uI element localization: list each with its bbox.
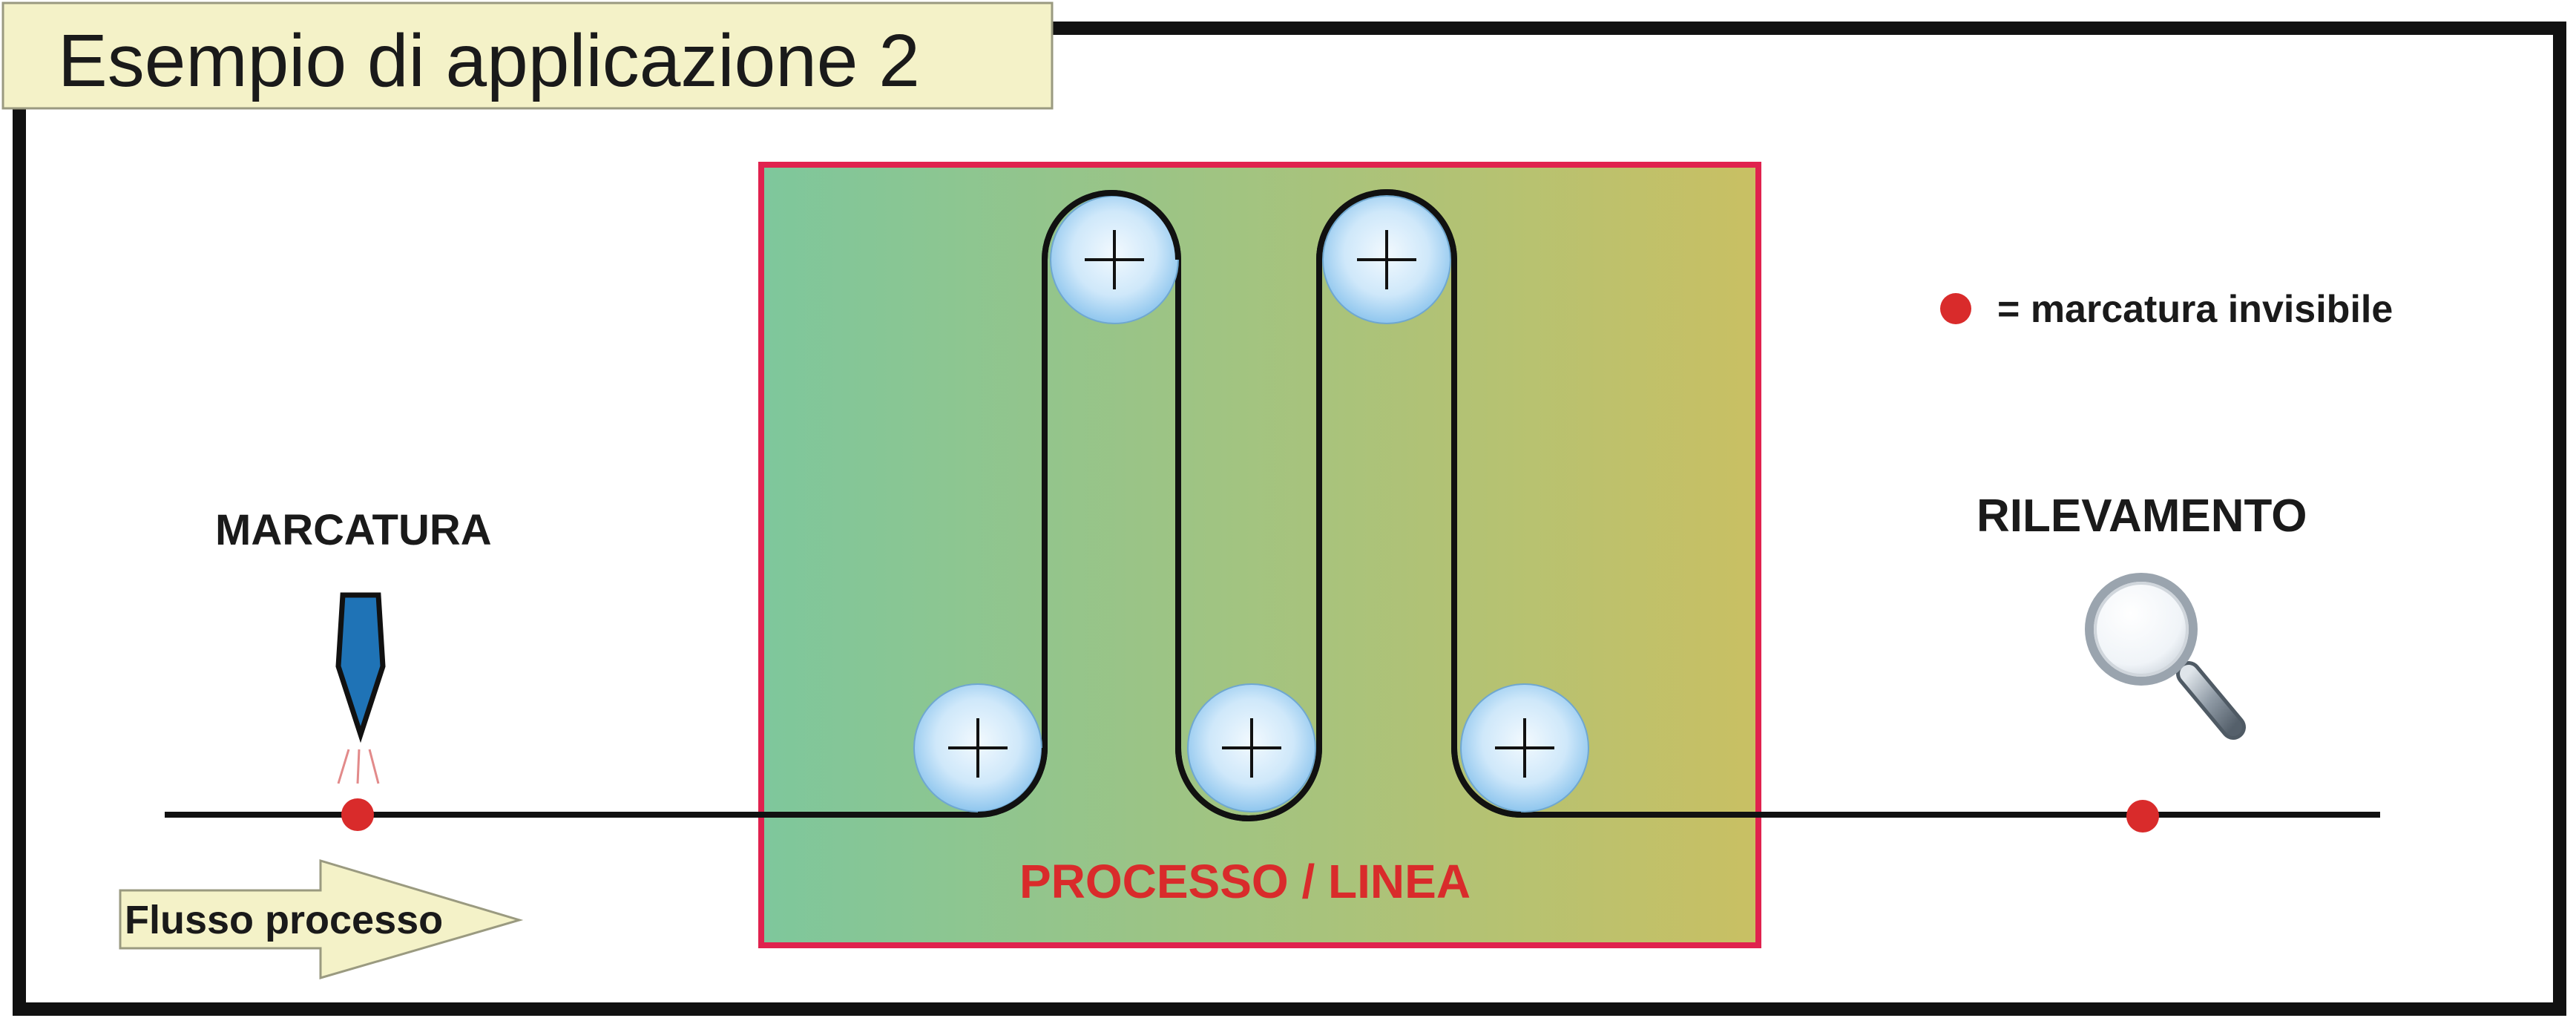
legend: = marcatura invisibile bbox=[1940, 288, 2393, 331]
roller-bottom-2 bbox=[1187, 683, 1316, 812]
roller-top-1 bbox=[1050, 195, 1179, 324]
title-box: Esempio di applicazione 2 bbox=[1, 1, 1054, 110]
page-title: Esempio di applicazione 2 bbox=[58, 19, 920, 102]
roller-top-2 bbox=[1322, 195, 1451, 324]
detection-label: RILEVAMENTO bbox=[1977, 490, 2307, 542]
legend-text: = marcatura invisibile bbox=[1997, 288, 2393, 331]
process-label: PROCESSO / LINEA bbox=[1019, 855, 1471, 908]
marking-label: MARCATURA bbox=[215, 506, 492, 554]
magnifying-glass-icon bbox=[2085, 573, 2246, 740]
process-box: PROCESSO / LINEA bbox=[758, 162, 1761, 948]
roller-wrap-arcs bbox=[977, 189, 1522, 821]
roller-bottom-1 bbox=[913, 683, 1042, 812]
invisible-mark-dot bbox=[341, 798, 374, 831]
legend-marker-dot bbox=[1940, 293, 1971, 324]
flow-arrow: Flusso processo bbox=[119, 858, 524, 979]
marking-nozzle-icon bbox=[335, 592, 386, 784]
detected-mark-dot bbox=[2126, 800, 2159, 833]
flow-label: Flusso processo bbox=[125, 898, 443, 942]
roller-bottom-3 bbox=[1460, 683, 1589, 812]
